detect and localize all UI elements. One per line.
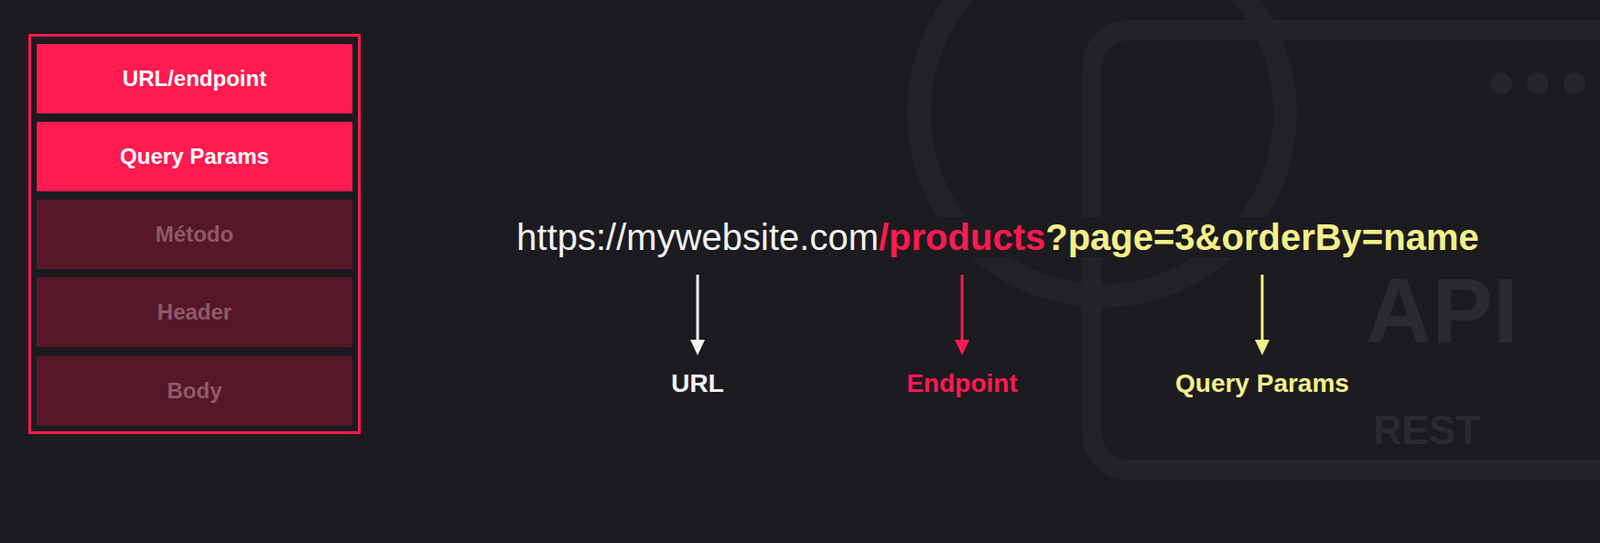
section-label: Método (155, 221, 234, 248)
section-box: URL/endpoint (36, 43, 353, 114)
section-box: Query Params (36, 121, 353, 192)
window-dot (1563, 72, 1586, 95)
section-label: Query Params (119, 143, 270, 170)
arrow-head (1254, 339, 1270, 356)
url-part: ?page=3&orderBy=name (1045, 216, 1480, 258)
watermark-text: API (1365, 259, 1519, 361)
part-label: Query Params (1173, 367, 1352, 400)
arrow-shaft (961, 274, 964, 343)
window-dot (1526, 72, 1549, 95)
url-part: https://mywebsite.com (516, 216, 879, 258)
window-dot (1490, 72, 1513, 95)
section-box: Método (36, 199, 353, 270)
part-label: Endpoint (904, 367, 1019, 400)
section-box: Header (36, 277, 353, 347)
arrow-shaft (1260, 274, 1264, 343)
section-label: Header (157, 299, 232, 325)
url-line: https://mywebsite.com/products?page=3&or… (516, 216, 1479, 259)
section-label: Body (167, 378, 223, 404)
arrow-head (690, 339, 705, 356)
part-label: URL (669, 367, 726, 400)
arrow-head (954, 339, 970, 356)
section-label: URL/endpoint (122, 65, 267, 92)
arrow-shaft (696, 274, 700, 343)
url-part: /products (878, 216, 1046, 258)
watermark-text: REST (1372, 408, 1481, 453)
section-box: Body (36, 356, 353, 426)
